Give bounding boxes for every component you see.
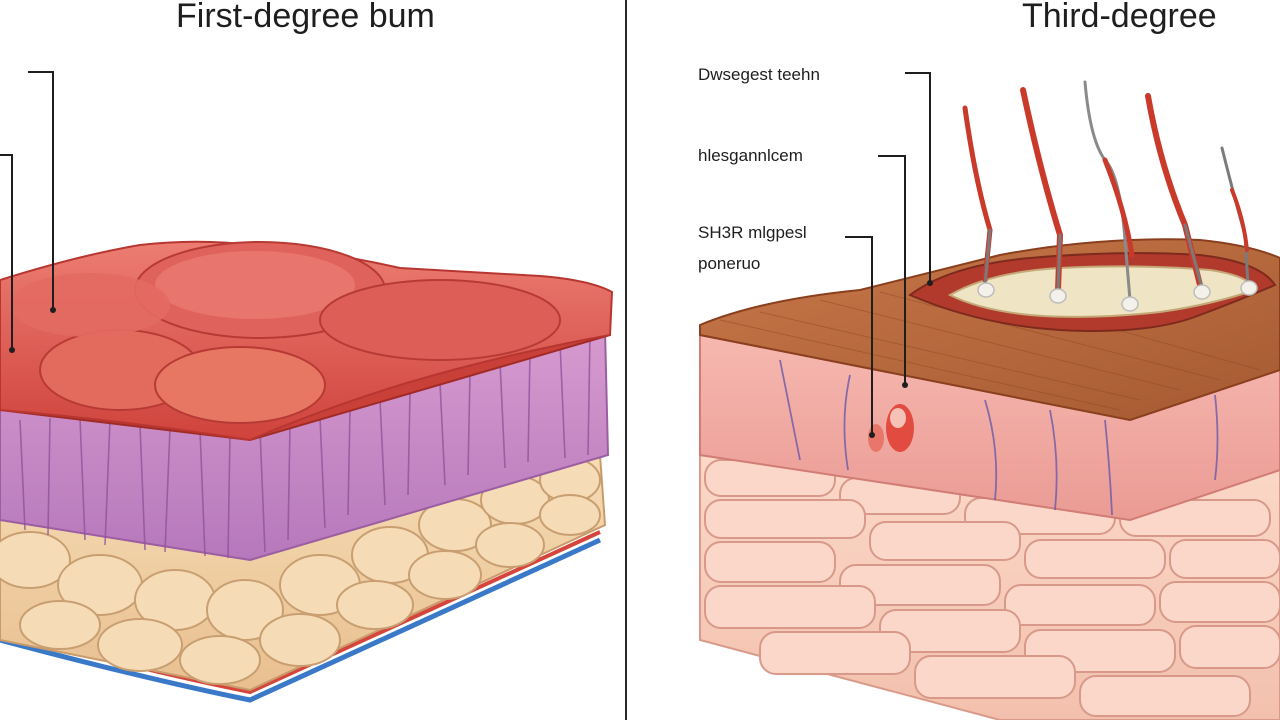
annotation-label-3-line2: poneruo bbox=[698, 254, 761, 273]
left-panel-title: First-degree bum bbox=[176, 0, 435, 35]
right-panel-title: Third-degree bbox=[1022, 0, 1217, 35]
annotation-label-1: Dwsegest teehn bbox=[698, 65, 820, 84]
annotation-label-3: SH3R mlgpesl bbox=[698, 223, 807, 242]
annotation-label-2: hlesgannlcem bbox=[698, 146, 803, 165]
panel-divider bbox=[625, 0, 627, 720]
first-degree-skin-block bbox=[0, 71, 614, 703]
third-degree-skin-block bbox=[699, 72, 1280, 720]
